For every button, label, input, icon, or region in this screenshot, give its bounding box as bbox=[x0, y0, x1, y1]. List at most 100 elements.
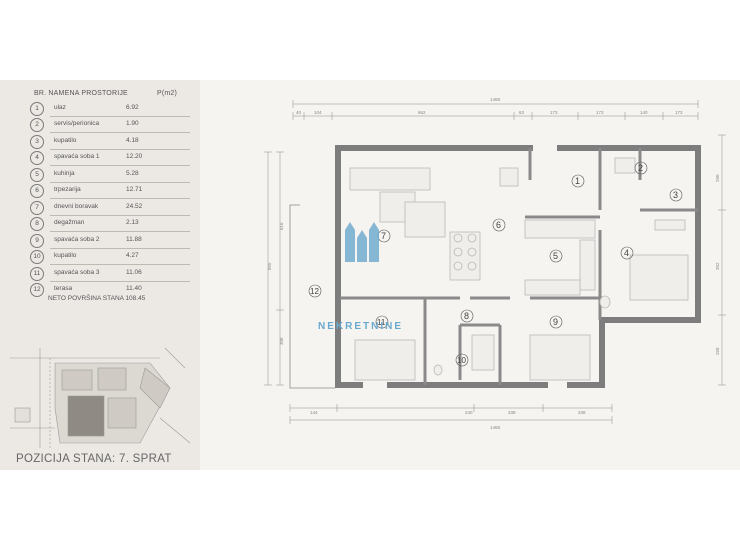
room-row: 8 degažman 2.13 bbox=[30, 217, 190, 232]
dimension-lines-right bbox=[718, 134, 726, 386]
room-area: 4.27 bbox=[126, 252, 139, 259]
row-divider bbox=[50, 132, 190, 133]
room-label: 4 bbox=[624, 248, 629, 258]
dim-top: 63 bbox=[519, 110, 525, 115]
room-area: 11.40 bbox=[126, 285, 142, 292]
room-row: 12 terasa 11.40 bbox=[30, 283, 190, 298]
interior-walls bbox=[340, 148, 698, 385]
room-name: dnevni boravak bbox=[54, 203, 99, 210]
room-row: 4 spavaća soba 1 12.20 bbox=[30, 151, 190, 166]
room-area: 4.18 bbox=[126, 137, 139, 144]
room-label: 2 bbox=[638, 163, 643, 173]
dim-bottom: 240 bbox=[465, 410, 473, 415]
room-number: 7 bbox=[30, 201, 44, 215]
room-name: servis/perionica bbox=[54, 120, 100, 127]
row-divider bbox=[50, 215, 190, 216]
dimension-lines-left bbox=[264, 151, 284, 386]
dim-top: 140 bbox=[640, 110, 648, 115]
dim-bottom: 338 bbox=[578, 410, 586, 415]
dim-right: 352 bbox=[715, 262, 720, 270]
room-row: 5 kuhinja 5.28 bbox=[30, 168, 190, 183]
room-number: 9 bbox=[30, 234, 44, 248]
dim-top: 40 bbox=[296, 110, 302, 115]
room-name: kupatilo bbox=[54, 252, 77, 259]
room-number-circles bbox=[308, 161, 683, 367]
room-area: 24.52 bbox=[126, 203, 143, 210]
room-area: 1.90 bbox=[126, 120, 139, 127]
header-name: BR. NAMENA PROSTORIJE bbox=[34, 90, 128, 97]
room-number: 12 bbox=[30, 283, 44, 297]
room-number: 5 bbox=[30, 168, 44, 182]
room-row: 11 spavaća soba 3 11.06 bbox=[30, 267, 190, 282]
room-label: 11 bbox=[377, 318, 386, 327]
room-area: 5.28 bbox=[126, 170, 139, 177]
dim-top: 104 bbox=[314, 110, 322, 115]
room-number: 8 bbox=[30, 217, 44, 231]
room-number: 3 bbox=[30, 135, 44, 149]
room-area: 11.06 bbox=[126, 269, 142, 276]
room-name: spavaća soba 2 bbox=[54, 236, 100, 243]
row-divider bbox=[50, 182, 190, 183]
floor-plan-drawing: 1468 40 104 662 63 173 173 140 173 144 2… bbox=[264, 97, 726, 430]
room-row: 3 kupatilo 4.18 bbox=[30, 135, 190, 150]
dim-top: 662 bbox=[418, 110, 426, 115]
room-number: 6 bbox=[30, 184, 44, 198]
row-divider bbox=[50, 281, 190, 282]
room-number: 1 bbox=[30, 102, 44, 116]
dim-right: 260 bbox=[715, 174, 720, 182]
room-label: 5 bbox=[553, 251, 558, 261]
room-name: terasa bbox=[54, 285, 73, 292]
dim-left: 308 bbox=[279, 337, 284, 345]
room-label: 8 bbox=[464, 311, 469, 321]
dim-right: 258 bbox=[715, 347, 720, 355]
dim-top: 173 bbox=[550, 110, 558, 115]
room-label: 6 bbox=[496, 220, 501, 230]
row-divider bbox=[50, 231, 190, 232]
room-area: 11.88 bbox=[126, 236, 142, 243]
room-name: kuhinja bbox=[54, 170, 75, 177]
room-row: 2 servis/perionica 1.90 bbox=[30, 118, 190, 133]
dim-top: 173 bbox=[675, 110, 683, 115]
room-label: 1 bbox=[575, 176, 580, 186]
room-number: 10 bbox=[30, 250, 44, 264]
room-table-panel: BR. NAMENA PROSTORIJE P(m2) 1 ulaz 6.92 … bbox=[0, 80, 200, 470]
room-name: kupatilo bbox=[54, 137, 77, 144]
row-divider bbox=[50, 149, 190, 150]
furniture bbox=[349, 157, 689, 381]
row-divider bbox=[50, 165, 190, 166]
room-number: 2 bbox=[30, 118, 44, 132]
room-label: 10 bbox=[457, 356, 466, 365]
room-row: 7 dnevni boravak 24.52 bbox=[30, 201, 190, 216]
room-row: 9 spavaća soba 2 11.88 bbox=[30, 234, 190, 249]
room-name: spavaća soba 1 bbox=[54, 153, 100, 160]
row-divider bbox=[50, 248, 190, 249]
exterior-walls bbox=[335, 145, 701, 388]
room-label: 7 bbox=[381, 231, 386, 241]
room-table-header: BR. NAMENA PROSTORIJE P(m2) bbox=[34, 90, 184, 102]
room-row: 10 kupatilo 4.27 bbox=[30, 250, 190, 265]
watermark-logo-icon bbox=[345, 222, 379, 262]
row-divider bbox=[50, 198, 190, 199]
room-number: 4 bbox=[30, 151, 44, 165]
header-area: P(m2) bbox=[157, 90, 178, 97]
row-divider bbox=[50, 264, 190, 265]
room-area: 2.13 bbox=[126, 219, 139, 226]
dim-top-total: 1468 bbox=[490, 97, 501, 102]
room-name: degažman bbox=[54, 219, 85, 226]
dimension-lines-bottom bbox=[289, 404, 613, 424]
room-area: 12.20 bbox=[126, 153, 143, 160]
dim-top: 173 bbox=[596, 110, 604, 115]
apartment-position-label: POZICIJA STANA: 7. SPRAT bbox=[16, 453, 172, 465]
site-plan-thumbnail bbox=[10, 348, 191, 448]
room-area: 6.92 bbox=[126, 104, 139, 111]
room-label: 3 bbox=[673, 190, 678, 200]
dim-left: 855 bbox=[267, 262, 272, 270]
room-label: 9 bbox=[553, 317, 558, 327]
room-row: 1 ulaz 6.92 bbox=[30, 102, 190, 117]
watermark-text: NEKRETNINE bbox=[318, 321, 404, 332]
room-name: trpezarija bbox=[54, 186, 81, 193]
room-number: 11 bbox=[30, 267, 44, 281]
dim-bottom: 144 bbox=[310, 410, 318, 415]
room-area: 12.71 bbox=[126, 186, 143, 193]
room-label: 12 bbox=[310, 287, 319, 296]
